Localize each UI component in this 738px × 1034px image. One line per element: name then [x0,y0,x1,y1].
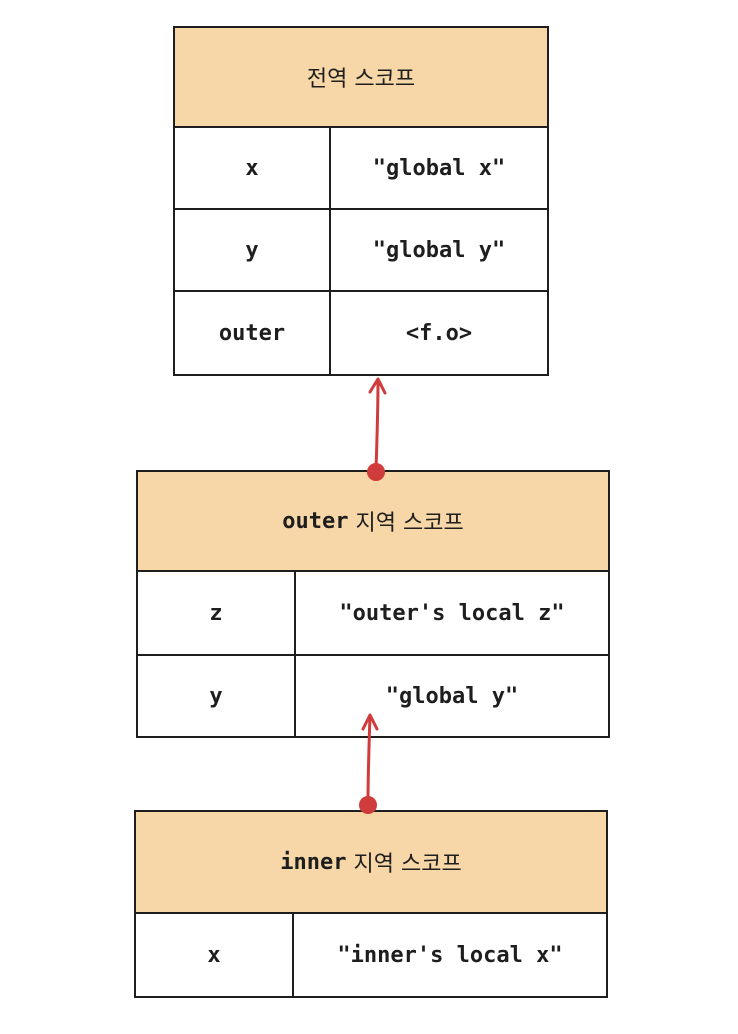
outer-scope-title-prefix: outer [282,508,349,534]
outer-z-value: "outer's local z" [294,570,610,656]
inner-scope-title-suffix: 지역 스코프 [346,852,462,877]
outer-y-key: y [136,654,296,738]
inner-scope-title-prefix: inner [280,849,347,875]
outer-z-key: z [136,570,296,656]
inner-x-key: x [134,912,294,998]
outer-scope-title-suffix: 지역 스코프 [348,511,464,536]
arrow-outer-origin-dot [367,463,385,481]
global-scope: 전역 스코프 x "global x" y "global y" outer <… [173,26,549,378]
global-scope-title: 전역 스코프 [306,67,416,92]
arrow-inner-to-outer [361,713,379,806]
global-outer-key: outer [173,290,331,376]
global-scope-header: 전역 스코프 [173,26,549,128]
global-outer-value: <f.o> [329,290,549,376]
outer-y-value: "global y" [294,654,610,738]
global-x-value: "global x" [329,126,549,210]
arrow-inner-origin-dot [359,796,377,814]
outer-scope-header: outer 지역 스코프 [136,470,610,572]
outer-scope: outer 지역 스코프 z "outer's local z" y "glob… [136,470,610,738]
arrow-outer-to-global [368,377,387,472]
inner-scope: inner 지역 스코프 x "inner's local x" [134,810,608,998]
inner-x-value: "inner's local x" [292,912,608,998]
